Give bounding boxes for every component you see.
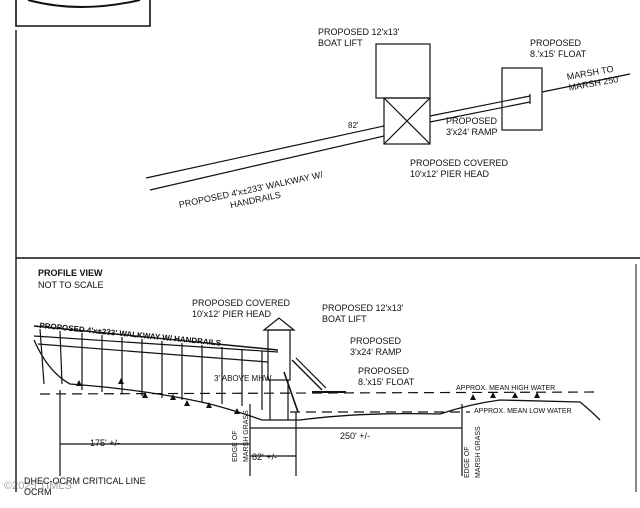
plan-pier-head-x2: [383, 97, 431, 145]
profile-dim-175: 175' +/-: [90, 438, 120, 448]
plan-walkway-line-2: [149, 135, 385, 191]
marsh-grass-icon: [234, 408, 240, 414]
marsh-grass-icon: [490, 392, 496, 398]
profile-ramp: [291, 359, 323, 391]
label-line: 10'x12' PIER HEAD: [410, 169, 489, 179]
profile-deck-2: [37, 343, 269, 363]
label-line: BOAT LIFT: [318, 38, 363, 48]
marsh-grass-icon: [184, 400, 190, 406]
label-line: PROPOSED COVERED: [410, 158, 509, 168]
top-left-frame-arc: [27, 0, 141, 8]
profile-ramp-label: PROPOSED 3'x24' RAMP: [350, 336, 401, 358]
label-line: PROPOSED COVERED: [192, 298, 291, 308]
top-left-frame: [15, 0, 151, 27]
profile-rail-top: [33, 325, 279, 351]
plan-float: [501, 67, 543, 131]
profile-subtitle: NOT TO SCALE: [38, 280, 104, 290]
profile-above-mhw: 3' ABOVE MHW: [214, 374, 272, 383]
profile-boat-lift-label: PROPOSED 12'x13' BOAT LIFT: [322, 303, 403, 325]
profile-boat-lift: [283, 371, 299, 413]
profile-post: [59, 330, 63, 385]
plan-walkway-line-1: [145, 125, 385, 179]
mean-high-water: [39, 391, 601, 395]
label-line: PROPOSED 12'x13': [322, 303, 404, 313]
plan-ramp-label: PROPOSED 3'x24' RAMP: [446, 116, 497, 138]
label-line: DHEC-OCRM CRITICAL LINE: [24, 476, 146, 486]
profile-deck: [33, 335, 279, 353]
label-line: 8.'x15' FLOAT: [358, 377, 415, 387]
profile-pier-head-label: PROPOSED COVERED 10'x12' PIER HEAD: [192, 298, 290, 320]
marsh-grass-icon: [470, 394, 476, 400]
profile-title: PROFILE VIEW: [38, 268, 103, 278]
plan-ramp-line-2: [429, 101, 531, 123]
marsh-grass-icon: [76, 380, 82, 386]
label-line: 10'x12' PIER HEAD: [192, 309, 271, 319]
profile-dim-82: 82' +/-: [252, 452, 277, 462]
profile-high-water: APPROX. MEAN HIGH WATER: [456, 385, 556, 392]
label-line: PROPOSED: [358, 366, 410, 376]
profile-float-label: PROPOSED 8.'x15' FLOAT: [358, 366, 414, 388]
plan-dim-82: 82': [348, 121, 359, 130]
label-line: MARSH GRASS: [475, 426, 482, 478]
watermark: ©2025 TIMLS: [4, 480, 72, 492]
plan-marsh-line: [541, 73, 631, 93]
plan-float-label: PROPOSED 8.'x15' FLOAT: [530, 38, 586, 60]
label-line: PROPOSED: [446, 116, 498, 126]
label-line: EDGE OF: [232, 430, 239, 462]
label-line: OCRM: [24, 487, 52, 497]
label-line: 3'x24' RAMP: [350, 347, 402, 357]
profile-critical-line: DHEC-OCRM CRITICAL LINE OCRM: [24, 476, 146, 498]
label-line: 8.'x15' FLOAT: [530, 49, 587, 59]
plan-boat-lift-label: PROPOSED 12'x13' BOAT LIFT: [318, 27, 399, 49]
marsh-grass-icon: [206, 402, 212, 408]
label-line: PROPOSED 12'x13': [318, 27, 400, 37]
label-line: EDGE OF: [464, 446, 471, 478]
profile-edge-left: EDGE OF MARSH GRASS: [230, 410, 252, 462]
label-line: PROPOSED: [350, 336, 402, 346]
profile-low-water: APPROX. MEAN LOW WATER: [474, 408, 572, 415]
plan-boat-lift: [375, 43, 431, 99]
marsh-grass-icon: [170, 394, 176, 400]
marsh-grass-icon: [118, 378, 124, 384]
marsh-grass-icon: [512, 392, 518, 398]
marsh-grass-icon: [534, 392, 540, 398]
plan-pier-head: [383, 97, 431, 145]
plan-ramp-line-1: [429, 95, 531, 117]
profile-dim-250: 250' +/-: [340, 431, 370, 441]
profile-edge-right: EDGE OF MARSH GRASS: [462, 426, 484, 478]
label-line: MARSH GRASS: [243, 410, 250, 462]
label-line: 3'x24' RAMP: [446, 127, 498, 137]
marsh-grass-icon: [142, 392, 148, 398]
label-line: BOAT LIFT: [322, 314, 367, 324]
profile-ramp-2: [295, 357, 327, 389]
label-line: PROPOSED: [530, 38, 582, 48]
plan-pier-head-label: PROPOSED COVERED 10'x12' PIER HEAD: [410, 158, 508, 180]
profile-pier-head-roof: [262, 317, 296, 331]
